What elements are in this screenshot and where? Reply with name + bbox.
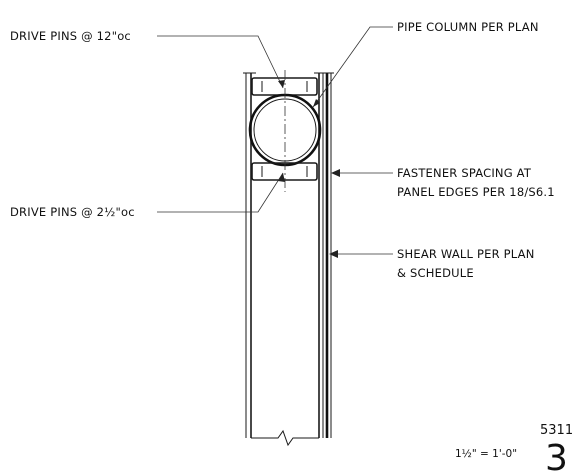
arrow-pipe-column [313, 99, 320, 107]
arrow-drive-pins-top [278, 80, 285, 88]
detail-number: 3 [545, 438, 568, 475]
bottom-block-inner [261, 166, 308, 177]
label-drive-pins-bottom: DRIVE PINS @ 2½"oc [10, 205, 135, 219]
arrow-shear-wall [329, 250, 338, 258]
scale-note: 1½" = 1'-0" [455, 448, 517, 460]
sheet-number: 5311 [540, 423, 573, 438]
top-block-inner [261, 81, 308, 92]
arrow-fastener [331, 169, 340, 177]
label-drive-pins-top: DRIVE PINS @ 12"oc [10, 29, 131, 43]
arrow-drive-pins-bottom [278, 173, 285, 182]
label-shear-wall-line1: SHEAR WALL PER PLAN [397, 247, 535, 261]
leaders [157, 26, 393, 258]
label-shear-wall-line2: & SCHEDULE [397, 266, 474, 280]
label-pipe-column: PIPE COLUMN PER PLAN [397, 20, 539, 34]
label-fastener-line2: PANEL EDGES PER 18/S6.1 [397, 185, 555, 199]
label-fastener-line1: FASTENER SPACING AT [397, 166, 532, 180]
leader-drive-pins-bottom [157, 172, 284, 213]
title-block: 5311 1½" = 1'-0" 3 [455, 423, 573, 475]
break-marks [243, 72, 334, 447]
leader-pipe-column [312, 26, 393, 108]
leader-drive-pins-top [157, 35, 284, 89]
wall-studs [245, 73, 332, 438]
bottom-break-line [251, 429, 319, 447]
